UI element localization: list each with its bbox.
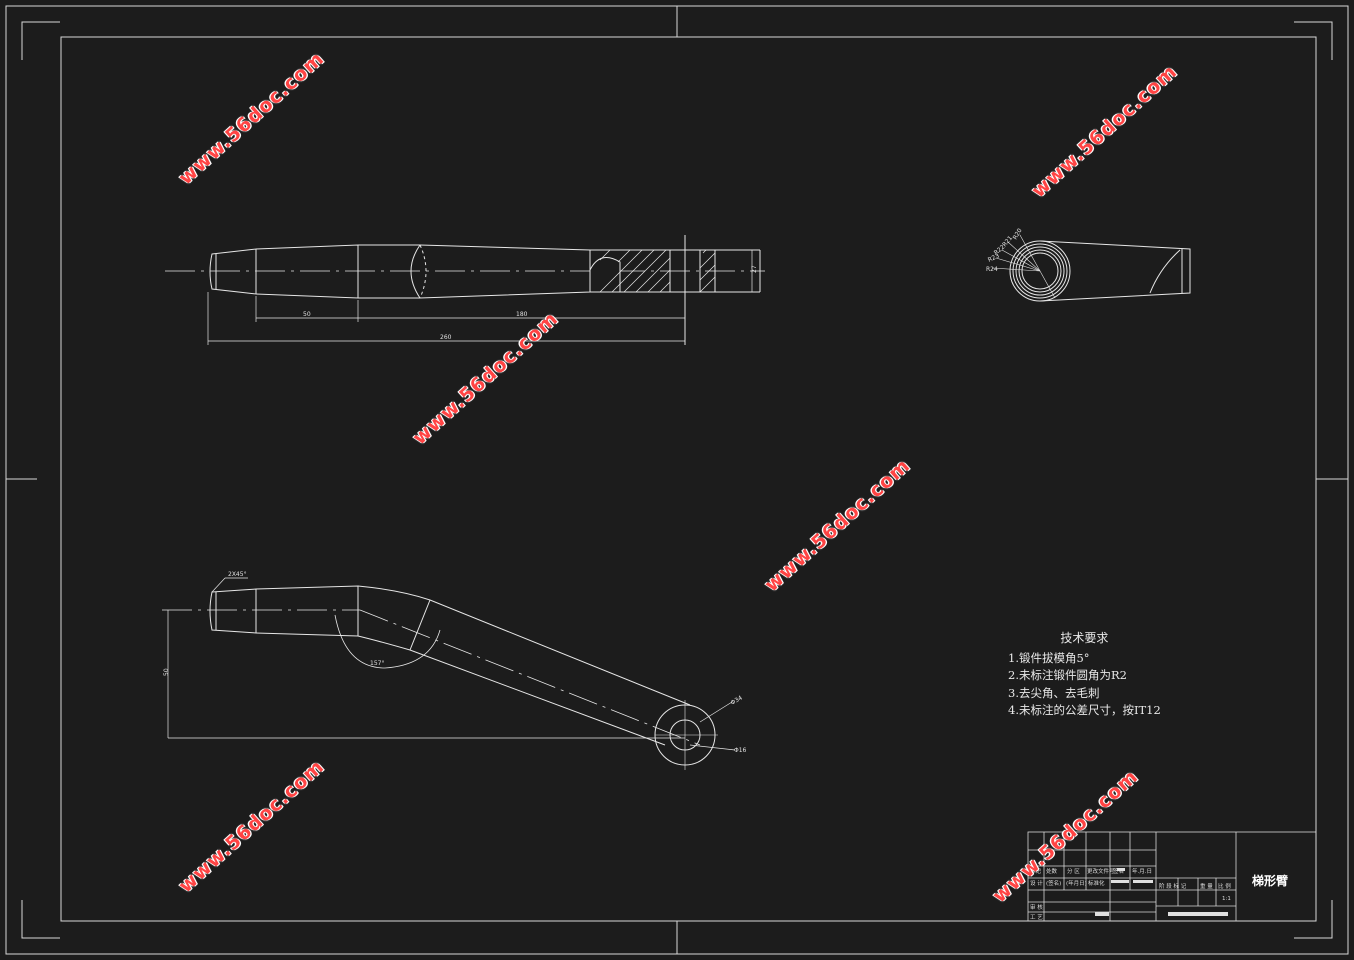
tb-row2-design: 设 计 bbox=[1030, 881, 1043, 887]
tb-scale-value: 1:1 bbox=[1222, 896, 1231, 902]
dim-r24: R24 bbox=[986, 266, 998, 273]
requirement-item: 1.锻件拔模角5° bbox=[1008, 650, 1090, 665]
dim-260-front: 260 bbox=[440, 334, 452, 341]
tb-weight: 重 量 bbox=[1200, 884, 1213, 890]
dim-phi34: Φ34 bbox=[730, 694, 744, 706]
dim-phi16: Φ16 bbox=[734, 747, 747, 754]
dim-157-angle: 157° bbox=[370, 660, 384, 667]
tb-row4-process: 工 艺 bbox=[1030, 915, 1043, 921]
title-block bbox=[1027, 831, 1317, 922]
dim-50-front: 50 bbox=[303, 311, 311, 318]
bottom-view bbox=[162, 577, 736, 770]
dim-r23: R23 bbox=[987, 252, 1001, 263]
technical-requirements: 技术要求 1.锻件拔模角5° 2.未标注锻件圆角为R2 3.去尖角、去毛刺 4.… bbox=[1008, 630, 1161, 720]
requirement-item: 2.未标注锻件圆角为R2 bbox=[1008, 668, 1127, 682]
tb-row2-standard: 标准化 bbox=[1088, 881, 1105, 887]
tb-row1-sign: 签名 bbox=[1113, 869, 1125, 875]
tb-row2-sign: (签名) bbox=[1046, 881, 1062, 887]
tb-row3-review: 审 核 bbox=[1030, 905, 1043, 911]
title-block-fills bbox=[1095, 868, 1228, 916]
tb-row1-count: 处数 bbox=[1046, 869, 1058, 875]
dim-50-height: 50 bbox=[163, 668, 170, 676]
requirement-item: 3.去尖角、去毛刺 bbox=[1008, 685, 1100, 700]
frame bbox=[5, 5, 1349, 955]
dim-chamfer: 2X45° bbox=[228, 571, 247, 578]
tb-row1-mark: 标记 bbox=[1030, 869, 1042, 875]
requirement-item: 4.未标注的公差尺寸，按IT12 bbox=[1008, 703, 1161, 717]
tb-row1-zone: 分 区 bbox=[1067, 869, 1080, 875]
tb-row1-change: 更改文件号 bbox=[1087, 869, 1115, 875]
dim-180-front: 180 bbox=[516, 311, 528, 318]
tb-row2-date: (年月日) bbox=[1066, 881, 1087, 887]
end-view bbox=[991, 234, 1191, 302]
technical-requirements-title: 技术要求 bbox=[1060, 631, 1109, 645]
tb-row1-date: 年.月.日 bbox=[1132, 869, 1152, 875]
part-name: 梯形臂 bbox=[1252, 874, 1289, 888]
dim-27-front: 27 bbox=[751, 265, 758, 273]
tb-stage-mark: 阶 段 标 记 bbox=[1159, 884, 1187, 890]
tb-scale-label: 比 例 bbox=[1218, 884, 1231, 890]
front-view bbox=[165, 235, 765, 345]
